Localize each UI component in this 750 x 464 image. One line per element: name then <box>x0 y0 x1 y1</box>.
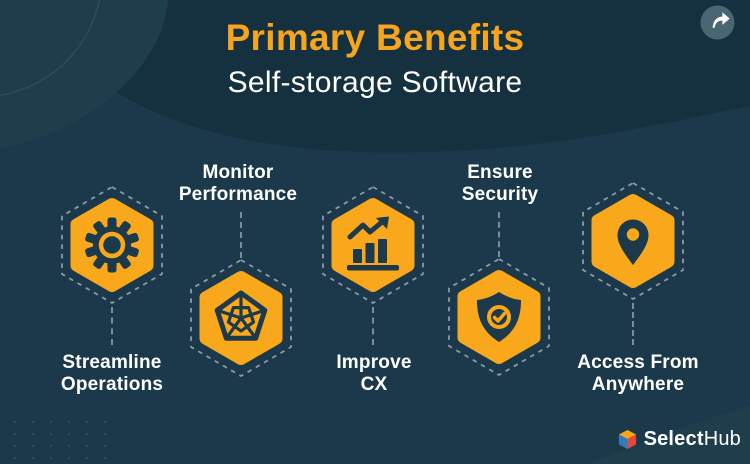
hexagon-monitor-performance <box>190 259 292 377</box>
logo-text-regular: Hub <box>703 428 741 450</box>
page-title: Primary Benefits <box>225 17 525 58</box>
label-ensure-security: Ensure Security <box>461 162 539 205</box>
hexagon-ensure-security <box>448 258 550 376</box>
bar-chart-growth-icon <box>347 216 399 271</box>
radar-web-icon <box>214 290 268 341</box>
dot-grid-pattern <box>6 416 118 460</box>
selecthub-cube-icon <box>618 430 636 449</box>
selecthub-logo-text: SelectHub <box>644 428 741 451</box>
dark-wave-shape <box>0 0 750 153</box>
label-streamline-operations: Streamline Operations <box>60 352 164 395</box>
label-improve-cx: Improve CX <box>336 352 412 395</box>
hexagon-access-from-anywhere <box>582 182 684 300</box>
connector-streamline <box>111 307 113 345</box>
hexagon-improve-cx <box>322 186 424 304</box>
gear-icon <box>85 217 139 273</box>
logo-text-bold: Select <box>643 428 704 450</box>
light-corner-bubble <box>0 0 168 148</box>
label-access-from-anywhere: Access From Anywhere <box>577 352 699 395</box>
label-monitor-performance: Monitor Performance <box>178 162 298 205</box>
shield-check-icon <box>477 292 521 342</box>
hexagon-streamline-operations <box>61 186 163 304</box>
connector-access <box>632 303 634 345</box>
header: Primary Benefits Self-storage Software <box>0 19 750 98</box>
selecthub-logo: SelectHub <box>618 428 741 451</box>
connector-improve <box>372 307 374 345</box>
location-pin-icon <box>617 219 649 265</box>
connector-monitor <box>240 212 242 258</box>
bottom-right-curve <box>588 406 750 464</box>
share-button[interactable] <box>700 5 735 40</box>
share-arrow-icon <box>700 5 735 40</box>
page-subtitle: Self-storage Software <box>227 66 523 99</box>
connector-ensure <box>498 212 500 257</box>
